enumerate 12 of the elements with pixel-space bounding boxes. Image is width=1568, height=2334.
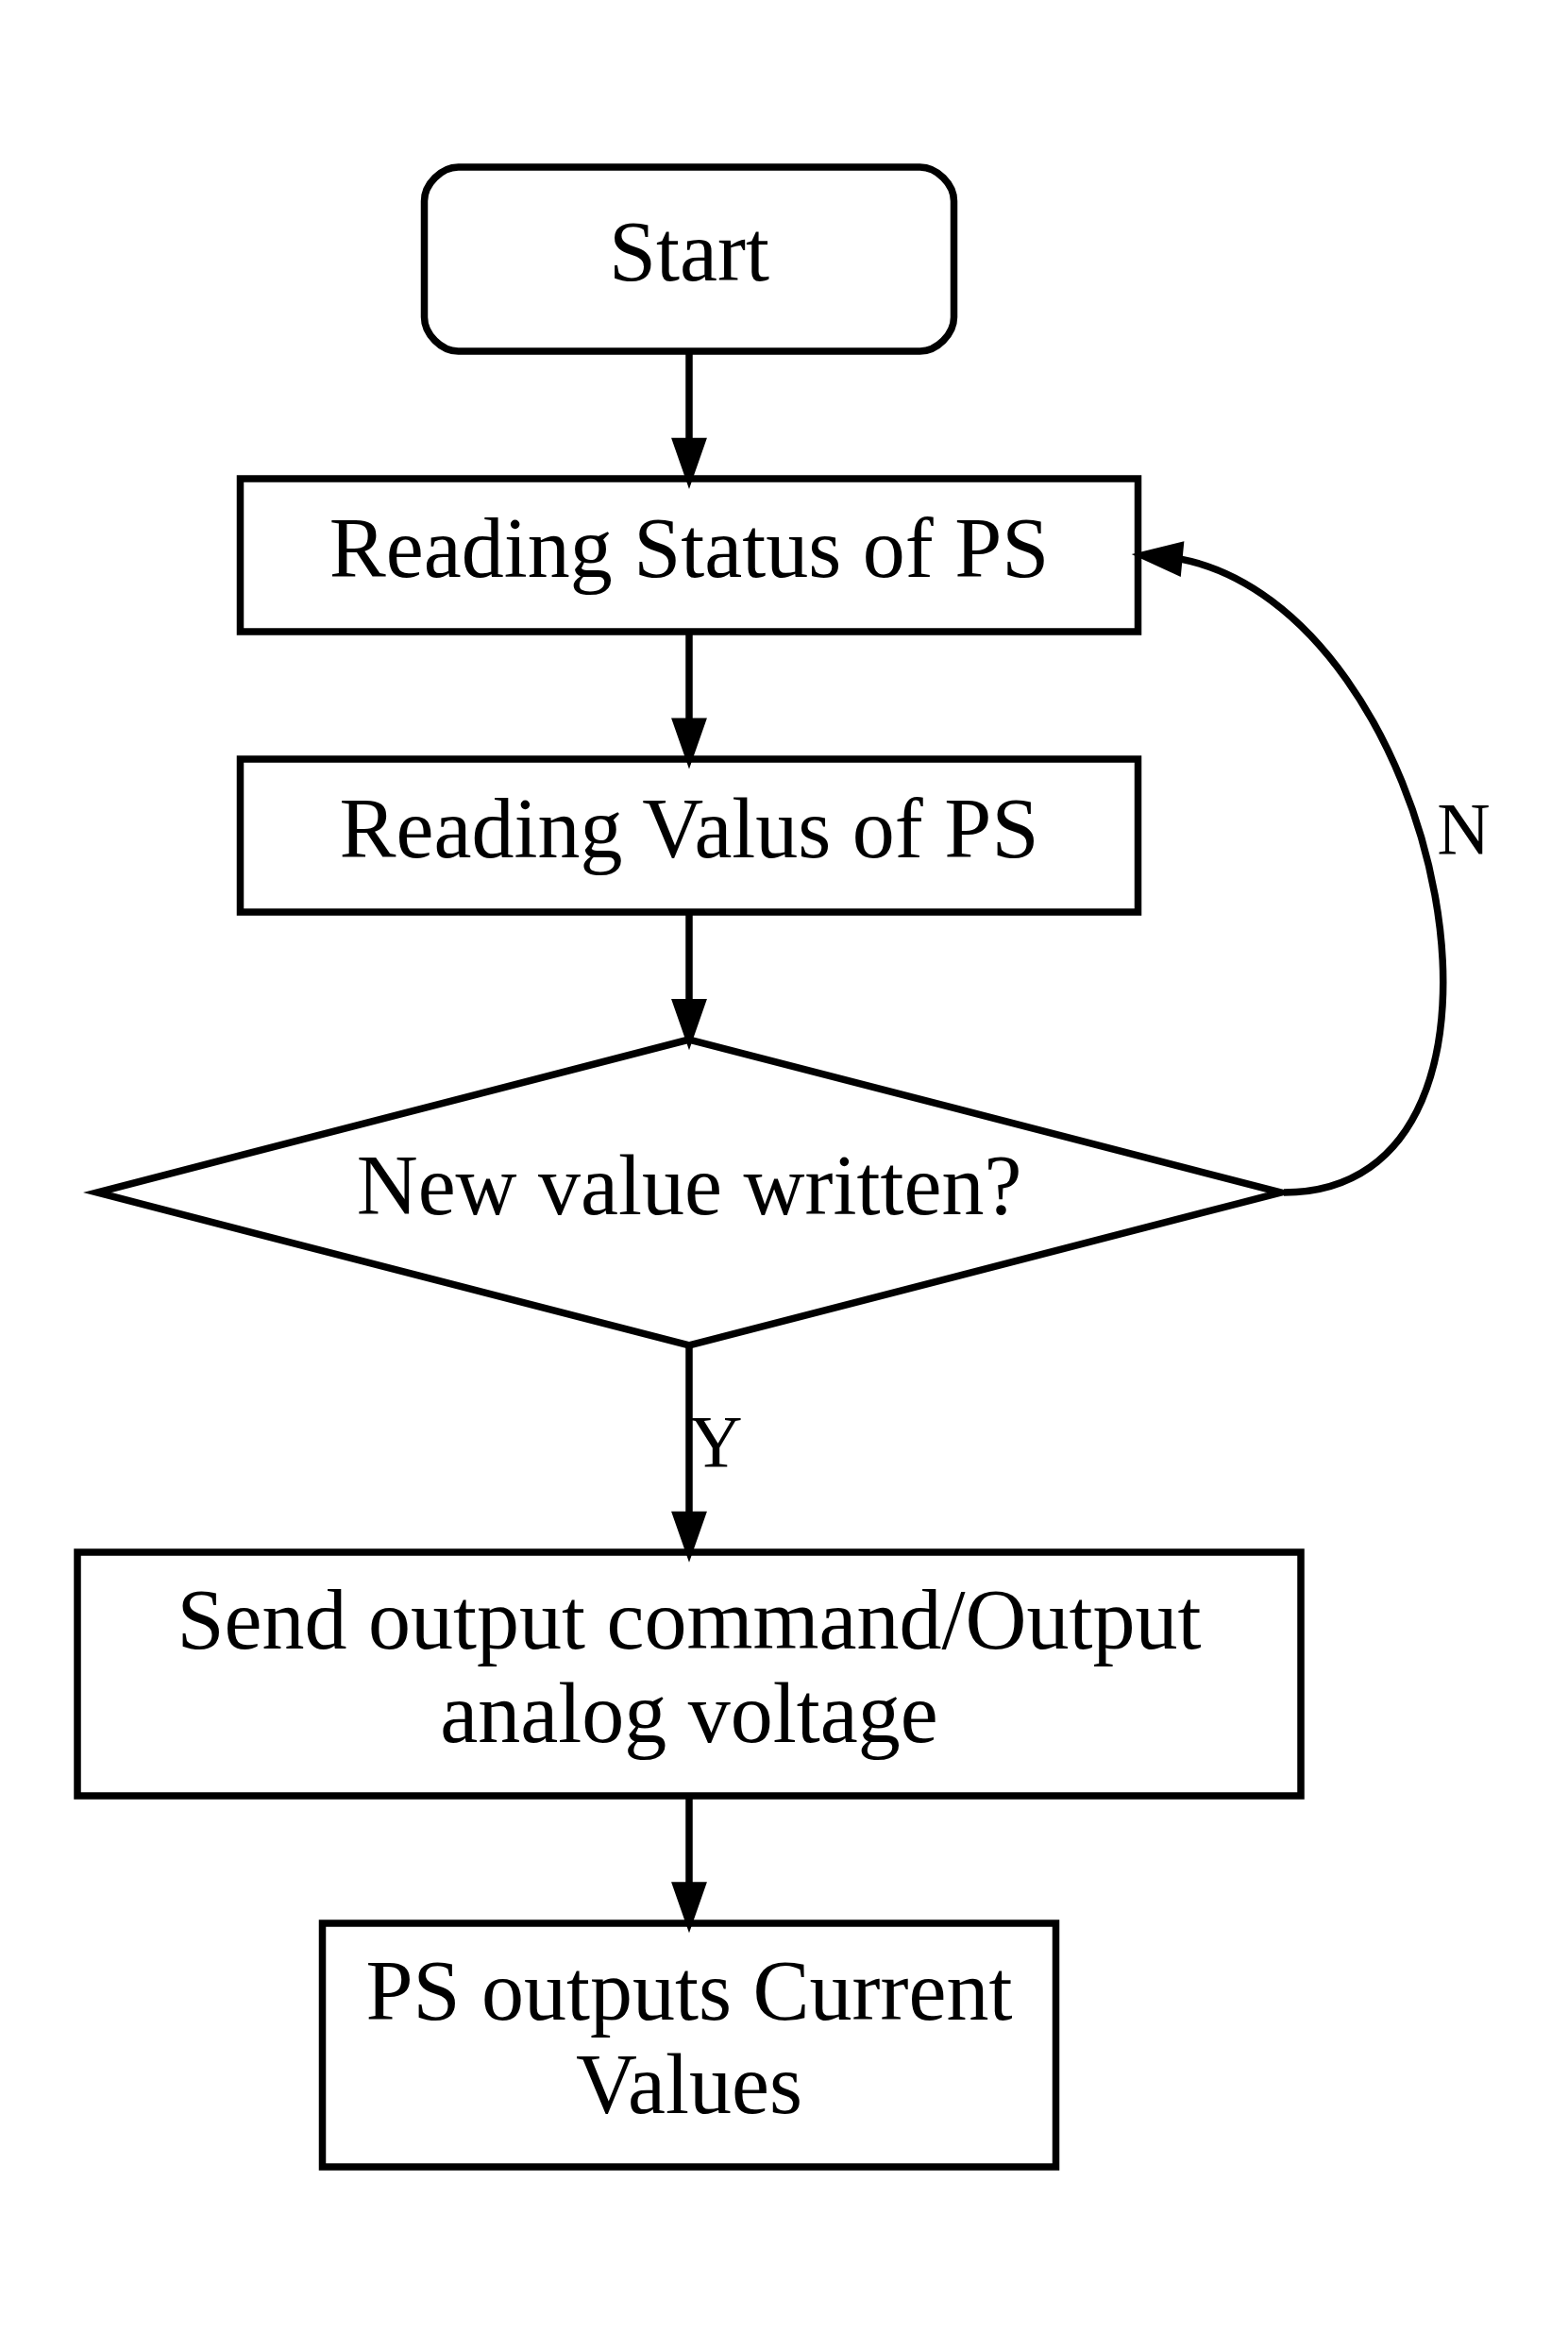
arrow [671,1345,707,1563]
node-box: PS outputs Current Values [318,1920,1060,2171]
node-box: Send output command/Output analog voltage [74,1548,1305,1800]
node-box: Reading Status of PS [236,475,1142,635]
arrow [671,1796,707,1934]
arrow [671,912,707,1051]
node-box: Start [420,163,958,355]
arrow [1131,541,1447,1196]
arrow [671,351,707,489]
edge-label: N [1437,786,1491,870]
arrow [671,632,707,770]
node-box: Reading Valus of PS [236,755,1142,916]
